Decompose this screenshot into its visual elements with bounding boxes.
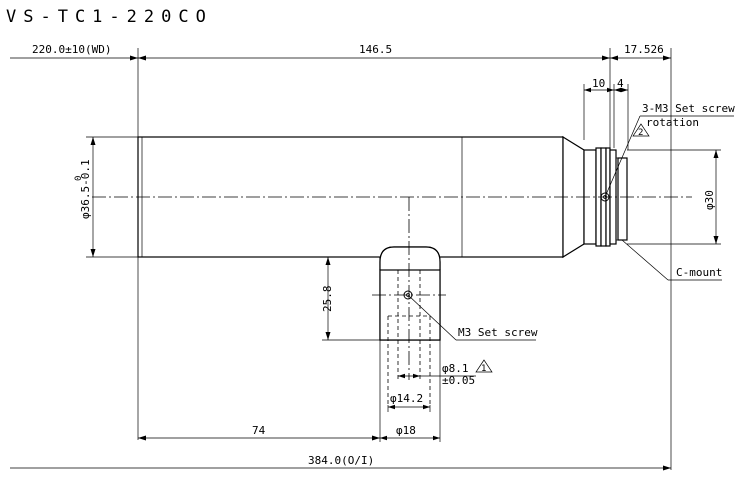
- dim-height-25-8-text: 25.8: [321, 286, 334, 313]
- note-3-m3-text: 3-M3 Set screw: [642, 102, 735, 115]
- dim-diameter-8-1-tol: ±0.05: [442, 374, 475, 387]
- marker-2: 2: [638, 128, 643, 138]
- dim-10-4: 10 4: [583, 77, 629, 150]
- dim-diameter-mount-text: φ30: [703, 190, 716, 210]
- dim-body-length: 146.5: [359, 43, 392, 56]
- dim-10: 10: [592, 77, 605, 90]
- dim-74: 74: [252, 424, 266, 437]
- note-3-m3-set-screw: 3-M3 Set screw rotation 2: [604, 102, 735, 198]
- dim-total-length: 384.0(O/I): [10, 454, 671, 471]
- note-m3-text: M3 Set screw: [458, 326, 538, 339]
- dim-4: 4: [617, 77, 624, 90]
- dim-diameter-body-text: φ36.5-0.1: [79, 159, 92, 219]
- light-port: [372, 197, 446, 405]
- dim-height-25-8: 25.8: [321, 257, 380, 341]
- drawing-title: VS-TC1-220CO: [6, 7, 213, 27]
- dim-diameter-14-2: φ14.2: [387, 392, 431, 412]
- dim-mount-length: 17.526: [624, 43, 664, 56]
- dim-working-distance: 220.0±10(WD): [32, 43, 111, 56]
- note-c-mount-text: C-mount: [676, 266, 722, 279]
- note-m3-set-screw: M3 Set screw: [407, 294, 538, 341]
- dim-diameter-body-upper: 0: [74, 176, 84, 181]
- note-rotation-text: rotation: [646, 116, 699, 129]
- dim-diameter-mount: φ30: [627, 149, 721, 245]
- dim-diameter-18: φ18: [396, 424, 416, 437]
- top-dimensions: 220.0±10(WD) 146.5 17.526: [10, 43, 672, 470]
- dim-bottom-offsets: 74 φ18: [138, 340, 441, 442]
- dim-diameter-8-1: φ8.1 ±0.05 1: [398, 359, 493, 387]
- dim-total-length-text: 384.0(O/I): [308, 454, 374, 467]
- dim-diameter-8-1-text: φ8.1: [442, 362, 469, 375]
- marker-1: 1: [481, 364, 486, 374]
- dim-diameter-14-2-text: φ14.2: [390, 392, 423, 405]
- note-c-mount: C-mount: [621, 239, 722, 281]
